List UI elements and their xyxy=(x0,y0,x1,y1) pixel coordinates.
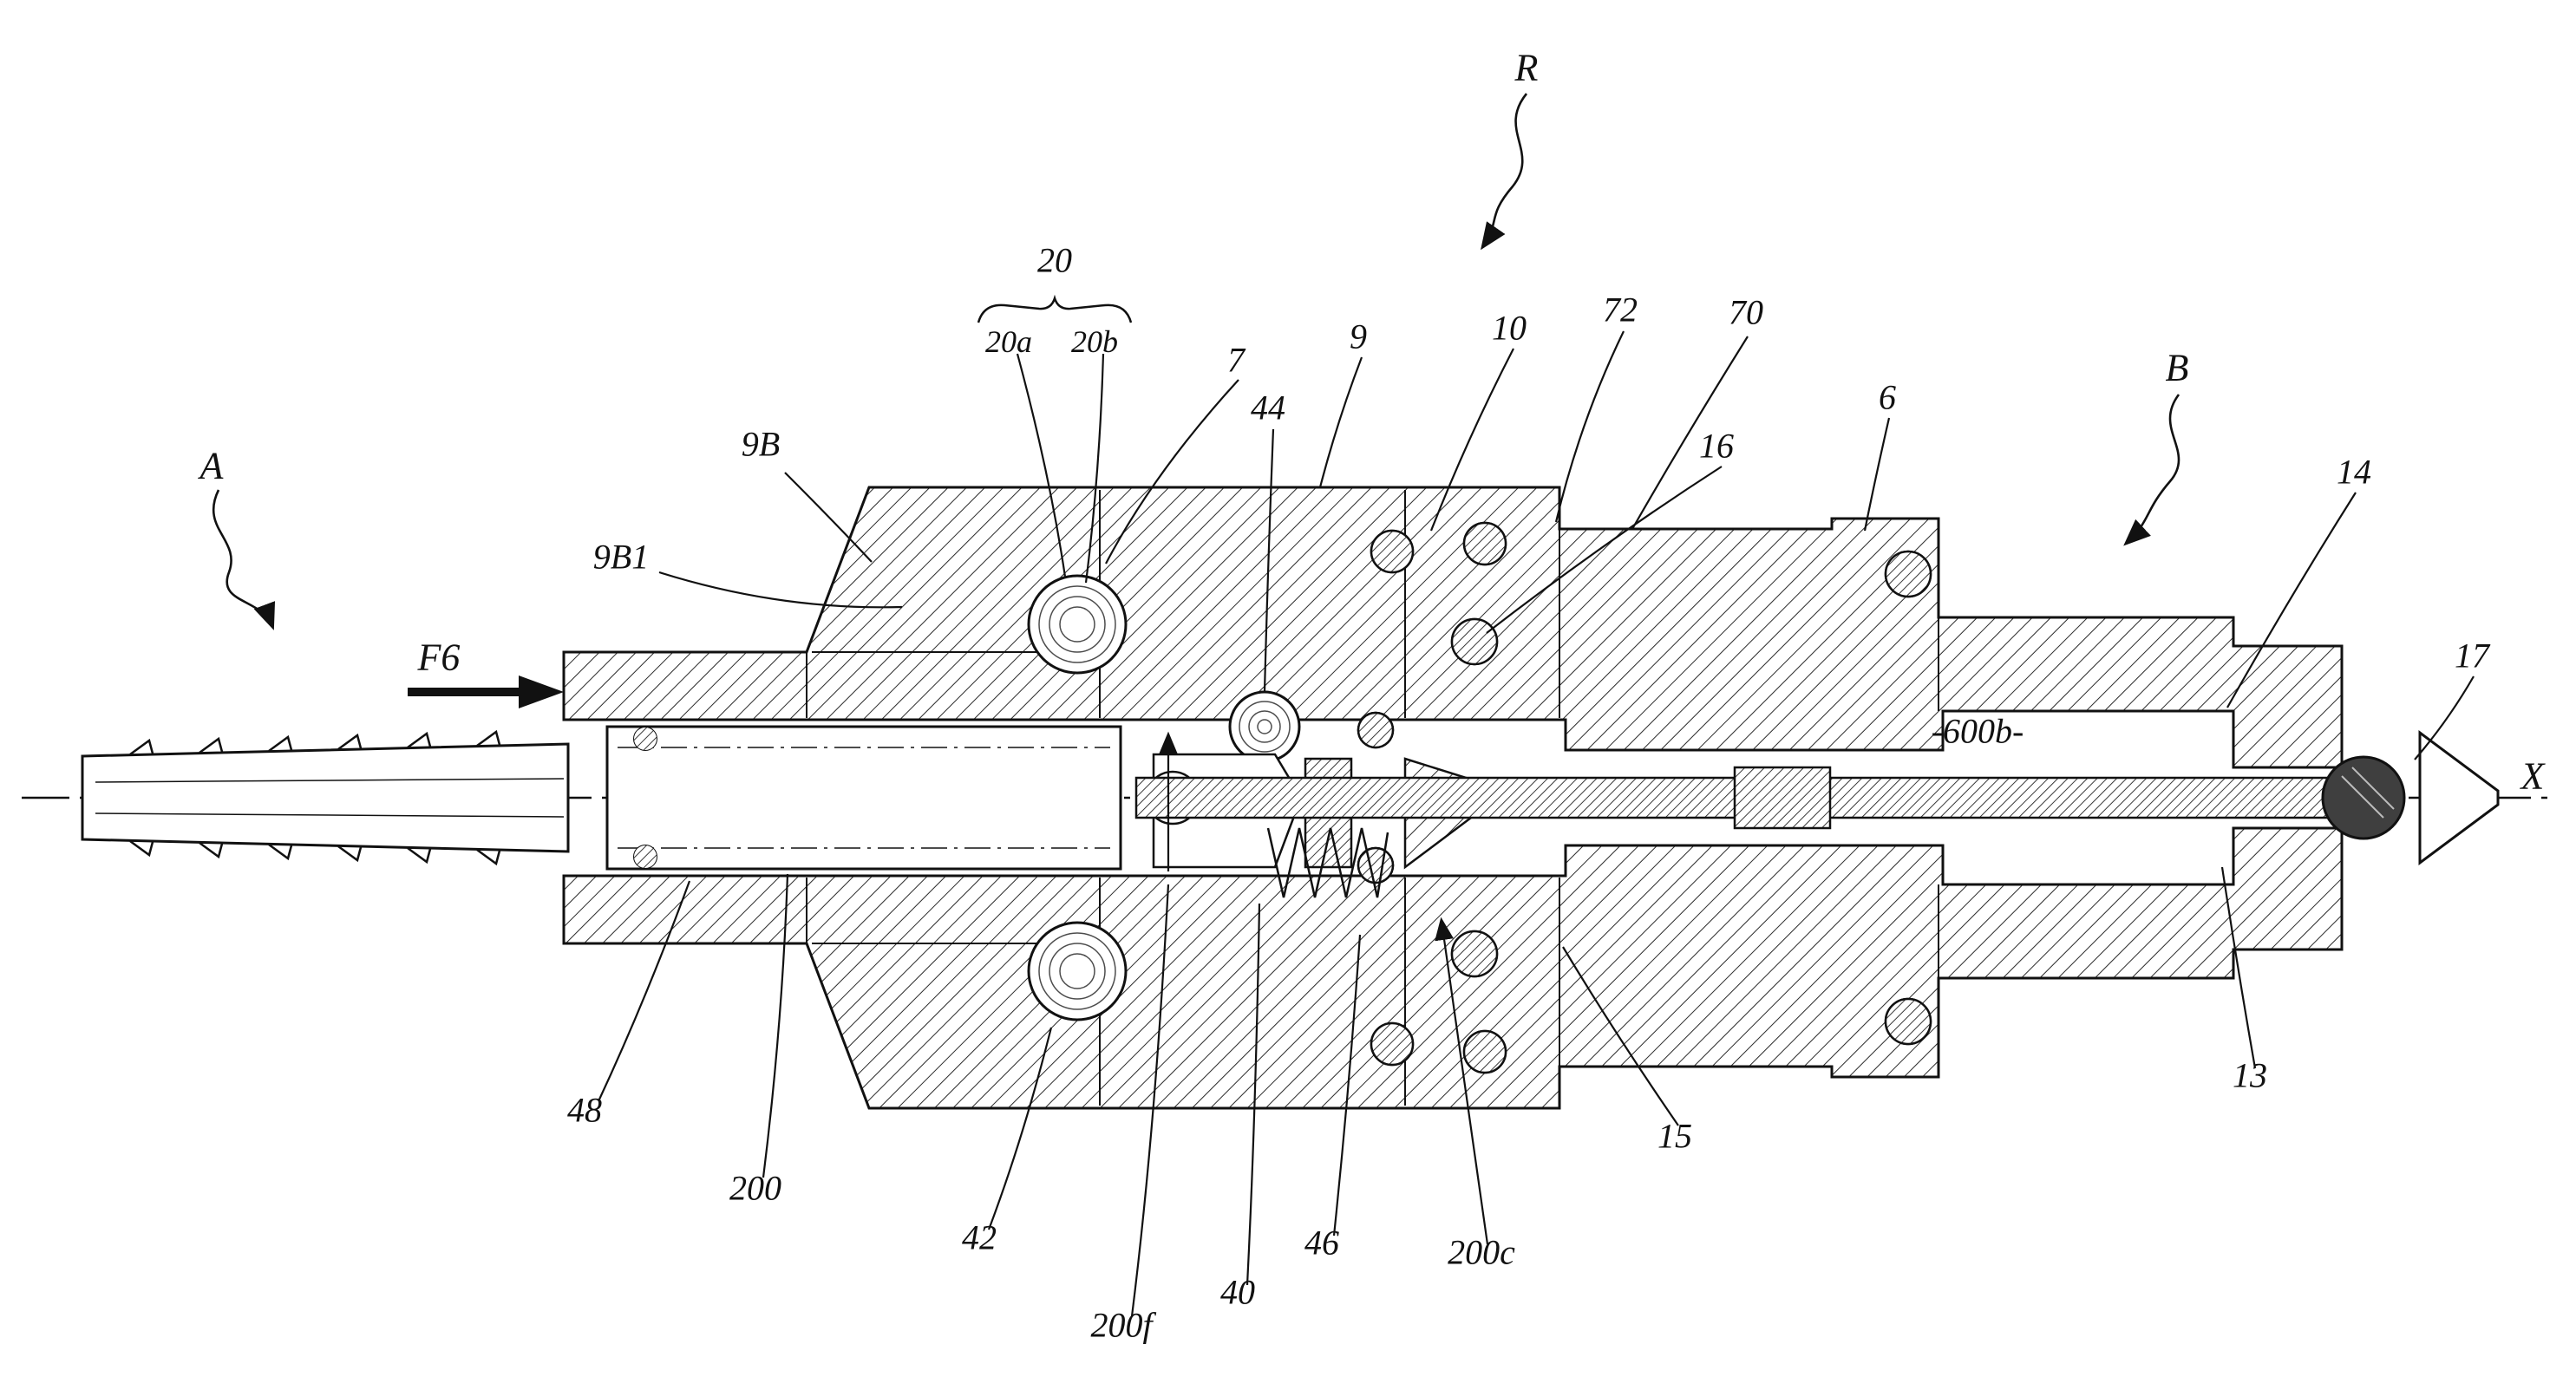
ref-label-9: 9 xyxy=(1350,317,1367,356)
ref-label-13: 13 xyxy=(2233,1055,2267,1095)
ref-label-17: 17 xyxy=(2455,636,2489,675)
ref-label-44: 44 xyxy=(1251,388,1285,427)
ref-label-9B: 9B xyxy=(741,424,781,464)
leader-lines xyxy=(598,330,2475,1317)
arrow-R xyxy=(1481,93,1528,251)
arrow-B xyxy=(2123,394,2180,546)
ref-label-10: 10 xyxy=(1492,308,1527,348)
ref-label-48: 48 xyxy=(567,1090,602,1130)
locking-ball-upper xyxy=(1027,574,1128,675)
valve-spring xyxy=(1266,827,1389,898)
ref-label-200: 200 xyxy=(729,1168,781,1208)
ref-label-15: 15 xyxy=(1657,1116,1692,1156)
ref-label-R: R xyxy=(1514,46,1539,89)
inner-piston xyxy=(605,725,1122,871)
ref-label-72: 72 xyxy=(1603,290,1638,330)
ref-label-20: 20 xyxy=(1037,240,1072,280)
valve-ball-44 xyxy=(1228,690,1301,763)
ref-label-40: 40 xyxy=(1220,1272,1255,1312)
ref-label-46: 46 xyxy=(1304,1223,1339,1263)
ref-label-200c: 200c xyxy=(1448,1232,1515,1272)
ref-label-20a: 20a xyxy=(985,324,1032,359)
ref-label-F6: F6 xyxy=(417,636,461,679)
hose-shank xyxy=(81,729,570,866)
brace-20 xyxy=(977,294,1133,323)
squiggle-arrows xyxy=(212,93,2180,630)
ref-label-200f: 200f xyxy=(1090,1305,1153,1345)
ref-label-70: 70 xyxy=(1729,292,1763,332)
arrow-A xyxy=(212,489,276,630)
ref-label-X: X xyxy=(2520,754,2545,798)
part-division-lines xyxy=(806,490,1939,1106)
ref-label-42: 42 xyxy=(962,1217,997,1257)
ref-label-14: 14 xyxy=(2337,452,2371,492)
ref-label-9B1: 9B1 xyxy=(592,537,650,577)
ref-label-20b: 20b xyxy=(1071,324,1118,359)
valve-stem xyxy=(1134,766,2339,830)
ref-label-B: B xyxy=(2165,346,2189,389)
ref-label-600b: -600b- xyxy=(1931,711,2024,751)
ref-label-A: A xyxy=(199,444,224,487)
locking-ball-lower xyxy=(1027,921,1128,1021)
ref-label-7: 7 xyxy=(1227,340,1245,380)
o-ring-seals xyxy=(1357,521,1932,1074)
ref-label-6: 6 xyxy=(1879,377,1896,417)
ref-label-16: 16 xyxy=(1699,426,1734,466)
f6-arrow xyxy=(408,675,564,708)
